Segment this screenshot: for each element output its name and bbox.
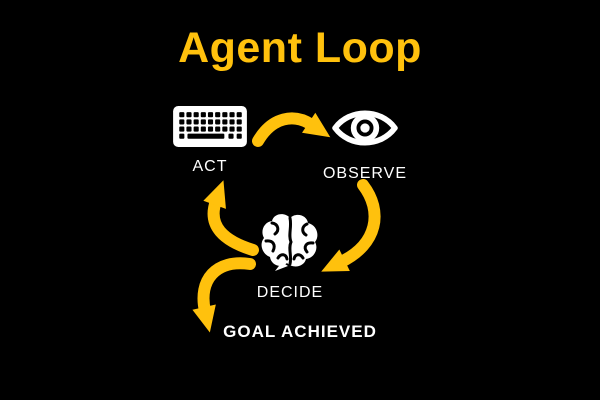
decide-to-act-arrow	[203, 180, 259, 256]
brain-icon	[258, 211, 322, 273]
observe-to-decide-arrow	[321, 179, 381, 272]
node-decide: DECIDE	[250, 211, 330, 302]
goal-achieved-label: GOAL ACHIEVED	[223, 322, 377, 341]
diagram-title: Agent Loop	[178, 24, 422, 72]
node-observe: OBSERVE	[320, 102, 410, 183]
keyboard-icon	[173, 106, 247, 147]
eye-icon	[332, 102, 398, 154]
decide-to-goal-arrow	[192, 257, 256, 333]
node-act: ACT	[170, 106, 250, 176]
decide-label: DECIDE	[256, 284, 324, 301]
act-label: ACT	[192, 158, 228, 175]
observe-label: OBSERVE	[322, 165, 408, 182]
act-to-observe-arrow	[252, 112, 331, 147]
